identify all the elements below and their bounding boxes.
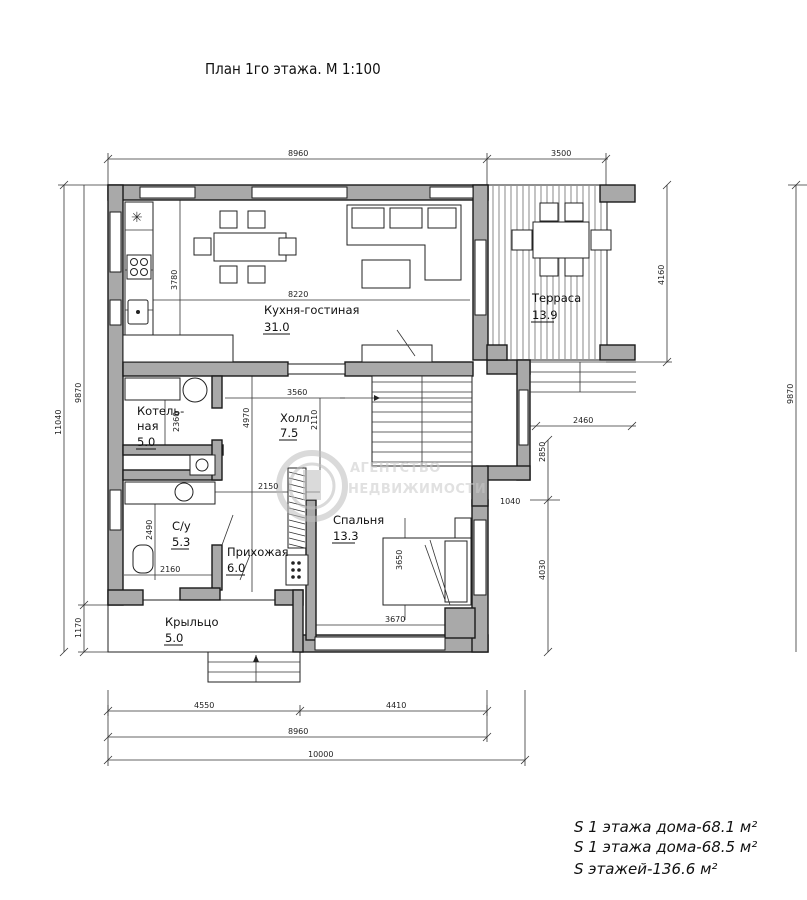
sofa-icon [346,204,462,289]
area-summary: S 1 этажа дома-68.1 м² S 1 этажа дома-68… [574,818,757,878]
dim-left-porch: 1170 [74,618,83,638]
room-area-hall: 7.5 [280,426,298,440]
dim-stair-height: 2110 [310,410,319,430]
dining-table-icon [193,210,297,284]
staircase [371,375,473,467]
dim-bottom-house: 8960 [288,727,308,736]
dim-boiler-height: 2360 [172,412,181,432]
dim-kitchen-depth: 3780 [170,270,179,290]
watermark-logo: АГЕНТСТВО НЕДВИЖИМОСТИ [276,450,486,522]
room-area-porch: 5.0 [165,631,183,645]
dim-far-right: 9870 [786,384,795,404]
room-name-bedroom: Спальня [333,513,384,527]
room-labels: Кухня-гостиная 31.0 Терраса 13.9 Котель-… [136,291,581,646]
area-line-1: S 1 этажа дома-68.1 м² [574,818,757,836]
dim-bed-height: 3650 [395,550,404,570]
room-area-boiler: 5.0 [137,435,155,449]
dim-top-house: 8960 [288,149,308,158]
windows [109,186,529,651]
dim-top-terrace: 3500 [551,149,571,158]
room-name-hall: Холл [280,411,310,425]
svg-text:✳: ✳ [131,210,143,226]
area-line-2: S 1 этажа дома-68.5 м² [574,838,757,856]
terrace-table-icon [511,184,636,393]
sink-icon [127,299,149,325]
room-name-boiler-2: ная [137,419,158,433]
area-line-3: S этажей-136.6 м² [574,860,717,878]
room-area-terrace: 13.9 [532,308,558,322]
room-name-boiler-1: Котель- [137,404,184,418]
dim-left-outer: 11040 [54,410,63,435]
room-area-hallway: 6.0 [227,561,245,575]
room-name-terrace: Терраса [531,291,581,305]
bed-icon [382,517,472,606]
dim-bottom-right: 4410 [386,701,406,710]
bathroom-fixtures [124,481,251,581]
room-area-bedroom: 13.3 [333,529,359,543]
dimension-labels: 8960 3500 11040 9870 1170 4160 9870 3780… [54,149,795,759]
dim-bottom-left: 4550 [194,701,214,710]
plan-title: План 1го этажа. М 1:100 [205,60,381,78]
room-name-hallway: Прихожая [227,545,289,559]
room-area-bath: 5.3 [172,535,190,549]
dim-left-inner: 9870 [74,383,83,403]
room-name-porch: Крыльцо [165,615,219,629]
watermark-line1: АГЕНТСТВО [350,461,441,476]
dim-right-c: 4030 [538,560,547,580]
dim-bottom-total: 10000 [308,750,333,759]
room-name-kitchen: Кухня-гостиная [264,303,359,317]
kitchen-furniture: ✳ [122,201,462,363]
dim-right-terrace: 4160 [657,265,666,285]
dim-bath-width: 2160 [160,565,180,574]
watermark-line2: НЕДВИЖИМОСТИ [348,482,486,497]
dim-bed-width: 3670 [385,615,405,624]
room-name-bath: С/у [172,519,191,533]
dim-hall-width: 3560 [287,388,307,397]
dim-bath-height: 2490 [145,520,154,540]
dim-hall-height: 4970 [242,408,251,428]
dim-right-a: 2850 [538,442,547,462]
porch [107,599,304,683]
dim-right-b: 1040 [500,497,520,506]
dim-kitchen-width: 8220 [288,290,308,299]
dim-step-right: 2460 [573,416,593,425]
dim-corr-width: 2150 [258,482,278,491]
room-area-kitchen: 31.0 [264,320,290,334]
stove-icon [126,254,152,280]
dimension-lines [58,153,807,766]
boiler-fixtures [124,377,216,476]
